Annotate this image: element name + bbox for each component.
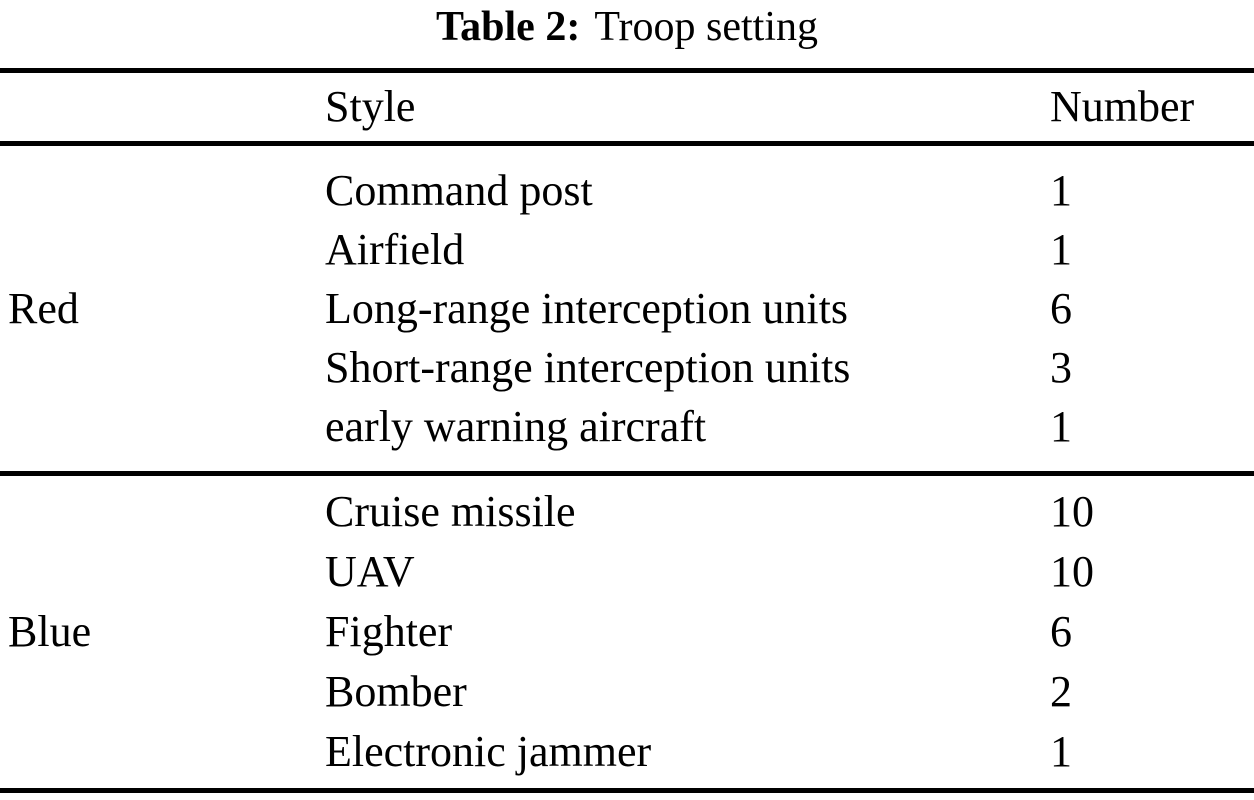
number-cell: 10 [1050,487,1094,536]
header-rule [0,141,1254,146]
bottom-rule [0,788,1254,793]
group-label-red: Red [8,283,79,333]
style-cell: Command post [325,165,593,215]
number-cell: 1 [1050,165,1072,215]
column-header-style: Style [325,82,416,131]
table-header-row: Style Number [0,73,1254,141]
group-separator-rule [0,471,1254,476]
style-cell: Long-range interception units [325,283,848,333]
number-cell: 1 [1050,401,1072,451]
style-cell: early warning aircraft [325,401,707,451]
style-cell: Cruise missile [325,487,576,536]
style-cell: Airfield [325,224,465,274]
number-cell: 3 [1050,342,1072,392]
number-cell: 6 [1050,607,1072,656]
column-header-group [0,73,325,141]
top-rule [0,68,1254,73]
blue-group-section: Blue Cruise missile 10 UAV 10 Fighter 6 … [0,476,1254,788]
number-cell: 1 [1050,224,1072,274]
troop-setting-table: Style Number Red Command post 1 Airfield… [0,68,1254,793]
group-label-blue: Blue [8,607,92,656]
number-cell: 2 [1050,667,1072,716]
style-cell: Fighter [325,607,453,656]
table-caption-label: Table 2: [436,4,581,50]
number-cell: 10 [1050,547,1094,596]
style-cell: Short-range interception units [325,342,851,392]
column-header-number: Number [1050,82,1195,131]
red-group-section: Red Command post 1 Airfield 1 Long-range… [0,146,1254,471]
style-cell: Electronic jammer [325,727,652,776]
table-caption: Table 2: Troop setting [0,0,1254,54]
table-caption-text: Troop setting [594,4,818,50]
style-cell: UAV [325,547,415,596]
number-cell: 1 [1050,727,1072,776]
style-cell: Bomber [325,667,467,716]
number-cell: 6 [1050,283,1072,333]
